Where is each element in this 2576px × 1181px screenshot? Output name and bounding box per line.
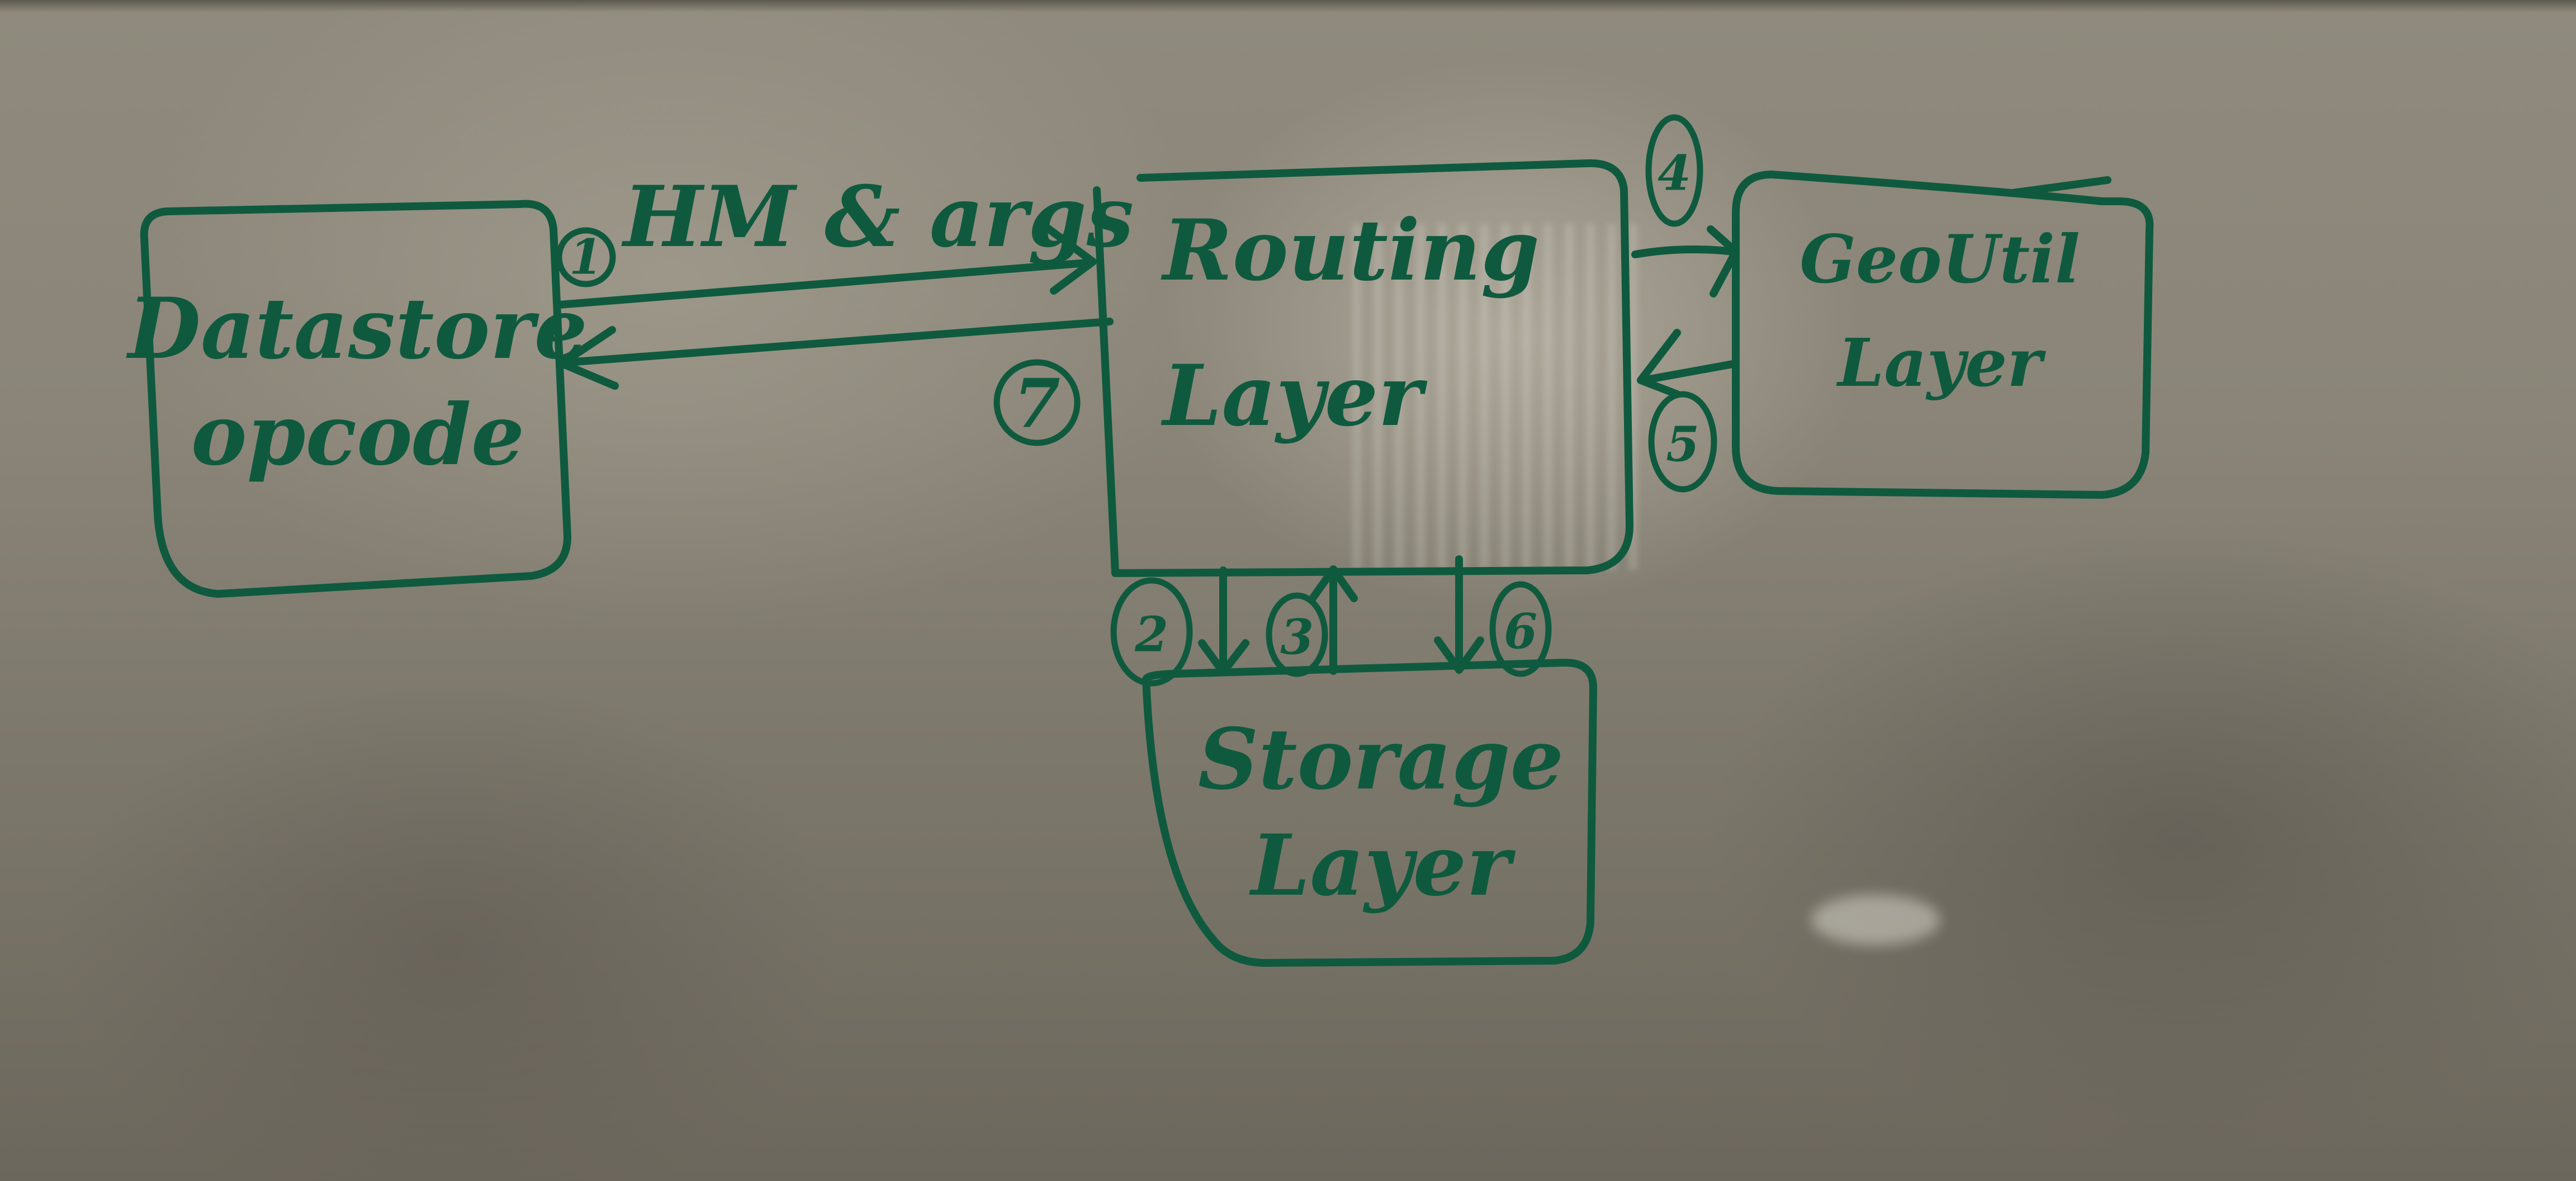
- node-routing: Routing Layer: [1093, 159, 1633, 577]
- edge-3-storage-to-routing: 3: [1266, 565, 1358, 677]
- node-storage: Storage Layer: [1142, 659, 1597, 967]
- edge-1-arrowhead-stroke: [1041, 223, 1097, 295]
- edge-6-arrowhead-stroke: [1434, 636, 1484, 674]
- edge-1-step-number: 1: [569, 229, 603, 286]
- edge-7-routing-to-datastore: 7: [558, 318, 1114, 446]
- node-storage-label-line2: Layer: [1249, 816, 1516, 915]
- edge-4-step-circle: [1645, 114, 1703, 227]
- edge-7-arrow: [564, 318, 1114, 366]
- light-glare: [1811, 895, 1940, 945]
- node-geoutil-box: [1732, 171, 2154, 499]
- edge-5-step-circle: [1648, 391, 1717, 493]
- edge-7-arrowhead-stroke: [558, 326, 619, 390]
- edge-6-routing-to-storage: 6: [1434, 555, 1552, 677]
- window-reflection: [1353, 224, 1644, 570]
- node-geoutil: GeoUtil Layer: [1732, 171, 2154, 499]
- node-routing-label-line2: Layer: [1161, 347, 1428, 445]
- edge-7-step-circle: [993, 359, 1081, 446]
- edge-5-geoutil-to-routing: 5: [1637, 329, 1740, 493]
- node-routing-label-line1: Routing: [1161, 201, 1540, 300]
- node-storage-box: [1142, 659, 1597, 967]
- node-datastore-label-line1: Datastore: [126, 280, 588, 378]
- edge-7-step-number: 7: [1014, 365, 1060, 443]
- edge-2-arrowhead-stroke: [1198, 639, 1249, 676]
- edge-4-step-number: 4: [1658, 145, 1691, 202]
- edge-3-step-circle: [1266, 592, 1328, 677]
- edge-2-step-number: 2: [1134, 607, 1168, 663]
- edge-5-step-number: 5: [1666, 417, 1699, 473]
- edge-2-routing-to-storage: 2: [1110, 566, 1249, 687]
- node-datastore-label-line2: opcode: [191, 386, 525, 484]
- node-geoutil-label-line1: GeoUtil: [1800, 220, 2080, 298]
- node-datastore: Datastore opcode: [126, 200, 588, 598]
- node-geoutil-label-line2: Layer: [1836, 324, 2046, 401]
- edge-4-routing-to-geoutil: 4: [1631, 114, 1740, 297]
- edge-1-step-circle: [556, 227, 616, 287]
- edge-3-step-number: 3: [1280, 610, 1314, 666]
- node-datastore-box: [140, 200, 571, 598]
- edge-2-step-circle: [1110, 577, 1193, 687]
- edge-5-arrowhead-stroke: [1637, 329, 1681, 398]
- edge-6-step-number: 6: [1504, 604, 1537, 660]
- edge-4-arrow: [1631, 245, 1737, 258]
- edge-1-label: HM & args: [621, 168, 1134, 266]
- node-storage-label-line1: Storage: [1198, 710, 1564, 809]
- edge-3-arrowhead-stroke: [1309, 565, 1358, 602]
- edge-5-arrow: [1640, 360, 1740, 384]
- node-routing-box: [1093, 159, 1633, 577]
- edge-6-step-circle: [1489, 581, 1552, 677]
- node-geoutil-box-overdraw: [2009, 176, 2111, 197]
- edge-4-arrowhead-stroke: [1707, 225, 1740, 297]
- edge-1-datastore-to-routing: 1 HM & args: [555, 168, 1134, 309]
- edge-1-arrow: [555, 259, 1091, 309]
- whiteboard-frame-edge: [0, 0, 2576, 12]
